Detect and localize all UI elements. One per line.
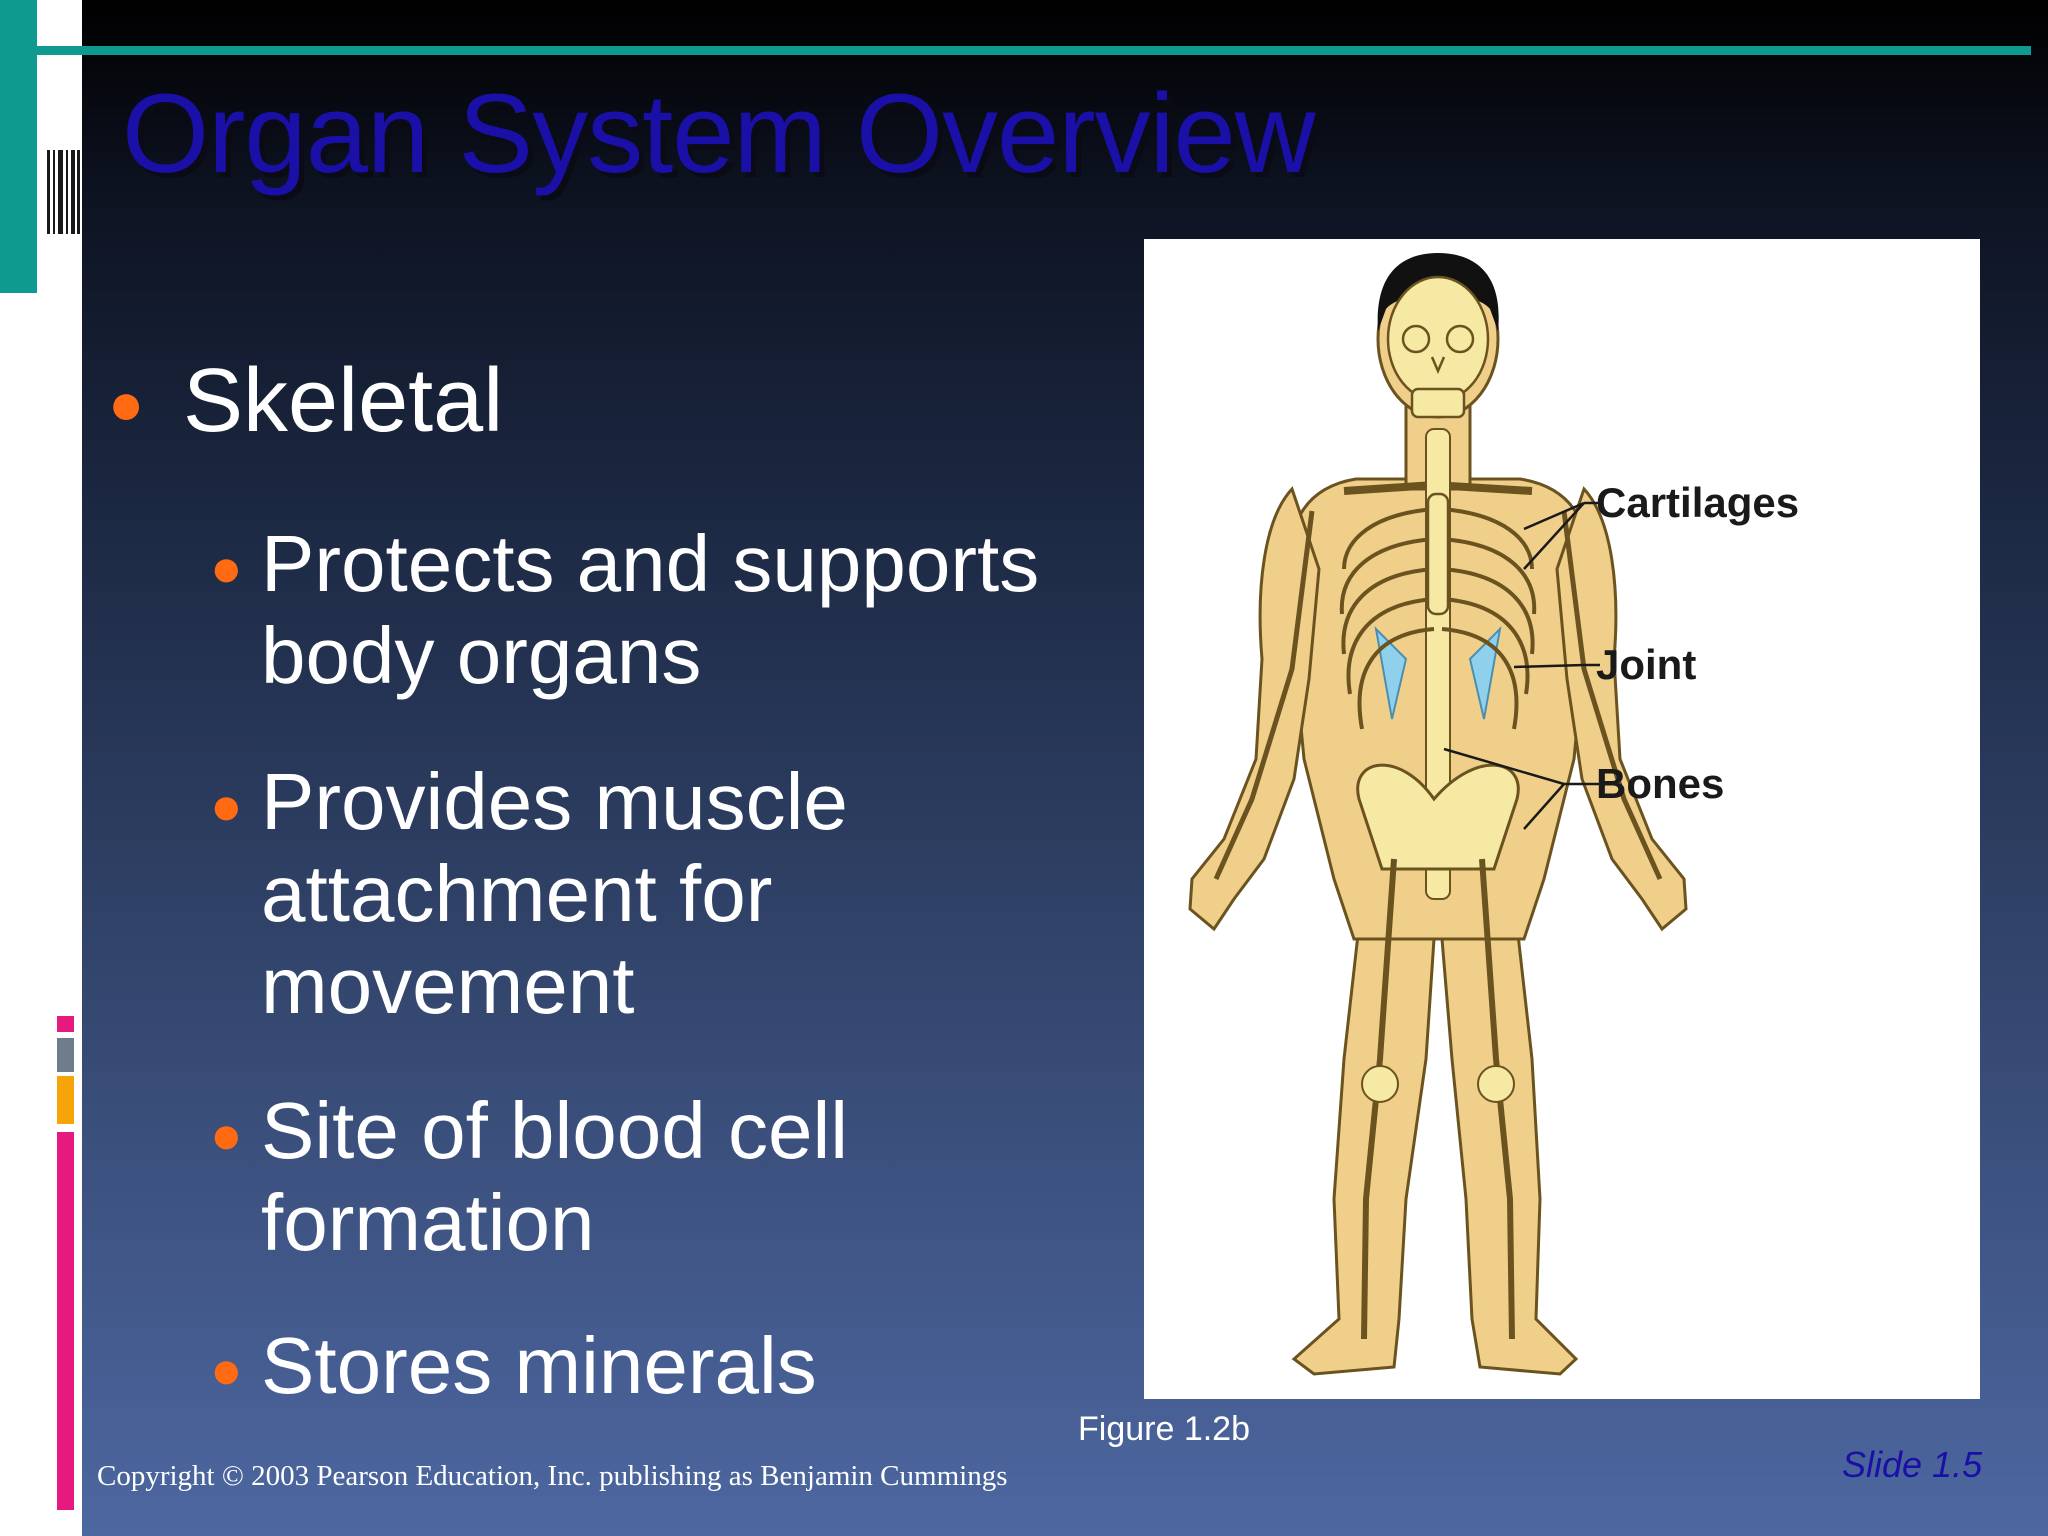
copyright-notice: Copyright © 2003 Pearson Education, Inc.…	[97, 1460, 1008, 1492]
bullet-marker: ●	[108, 370, 145, 437]
sub-bullet-2-line3: movement	[261, 941, 635, 1030]
slide-title: Organ System Overview	[122, 71, 1316, 196]
barcode-decoration	[47, 150, 81, 234]
side-stripe-pink-top	[57, 1016, 74, 1032]
teal-corner-accent	[0, 0, 37, 293]
kneecaps	[1361, 1065, 1515, 1103]
side-stripe-pink	[57, 1132, 74, 1510]
skeleton-figure: Cartilages Joint Bones	[1144, 239, 1980, 1399]
sternum	[1426, 492, 1450, 616]
teal-header-rule	[37, 46, 2031, 55]
figure-caption: Figure 1.2b	[1078, 1410, 1250, 1448]
pelvis	[1356, 763, 1520, 871]
sub-bullet-3-line1: Site of blood cell	[261, 1086, 849, 1175]
label-joint: Joint	[1596, 641, 1696, 688]
costal-cartilage	[1374, 626, 1502, 720]
arm-bones	[1213, 510, 1663, 881]
label-bones: Bones	[1596, 760, 1724, 807]
label-cartilages: Cartilages	[1596, 479, 1799, 526]
sub-bullet-1-line1: Protects and supports	[261, 519, 1040, 608]
rib-cage	[1339, 507, 1537, 730]
label-leader-lines	[1443, 501, 1600, 830]
side-stripe-gray	[57, 1038, 74, 1072]
sub-bullet-2-line2: attachment for	[261, 849, 773, 938]
sub-bullet-3-line2: formation	[261, 1178, 595, 1267]
side-stripe-orange	[57, 1076, 74, 1124]
bullet-skeletal-text: Skeletal	[183, 351, 504, 451]
sub-bullet-marker: ●	[210, 1105, 243, 1165]
sub-bullet-marker: ●	[210, 538, 243, 598]
sub-bullet-marker: ●	[210, 776, 243, 836]
sub-bullet-1-line2: body organs	[261, 611, 702, 700]
sub-bullet-2-line1: Provides muscle	[261, 757, 848, 846]
skeleton-illustration: Cartilages Joint Bones	[1188, 253, 1799, 1376]
sub-bullet-4-line1: Stores minerals	[261, 1321, 817, 1410]
sub-bullet-marker: ●	[210, 1340, 243, 1400]
leg-bones	[1361, 858, 1515, 1340]
slide-number: Slide 1.5	[1842, 1444, 1983, 1485]
